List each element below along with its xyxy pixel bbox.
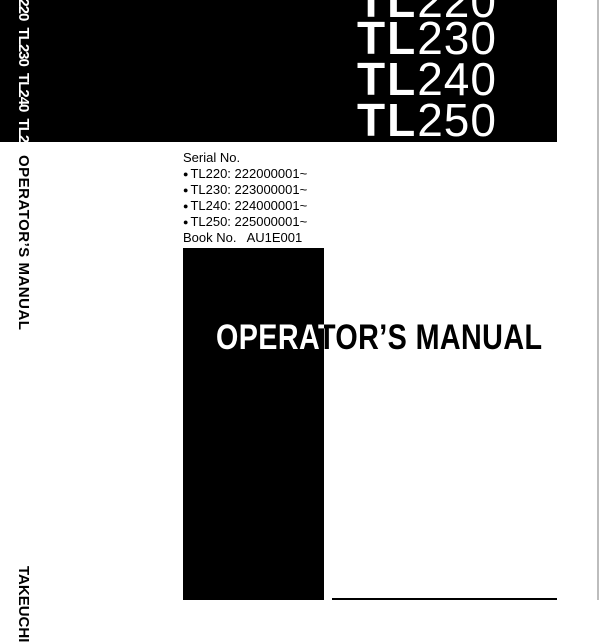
serial-block: Serial No. TL220: 222000001~ TL230: 2230…: [183, 150, 307, 246]
book-number: Book No. AU1E001: [183, 230, 303, 245]
spine-title: OPERATOR’S MANUAL: [15, 155, 32, 331]
page-edge: [597, 0, 599, 600]
header-band: [0, 0, 557, 142]
model-tl240: TL240: [357, 53, 497, 105]
serial-item: TL220: 222000001~: [183, 166, 307, 182]
spine-logo: TAKEUCHI: [15, 566, 32, 642]
model-tl250: TL250: [357, 94, 497, 146]
serial-heading: Serial No.: [183, 150, 241, 165]
serial-item: TL240: 224000001~: [183, 198, 307, 214]
spine-models: TL220 TL230 TL240 TL250: [15, 0, 32, 157]
serial-item: TL250: 225000001~: [183, 214, 307, 230]
cover-title: OPERATOR’S MANUAL: [216, 318, 543, 357]
model-tl230: TL230: [357, 12, 497, 64]
serial-item: TL230: 223000001~: [183, 182, 307, 198]
model-tl220: TL220: [357, 0, 497, 27]
bottom-rule: [332, 598, 557, 600]
black-column: [183, 248, 324, 600]
